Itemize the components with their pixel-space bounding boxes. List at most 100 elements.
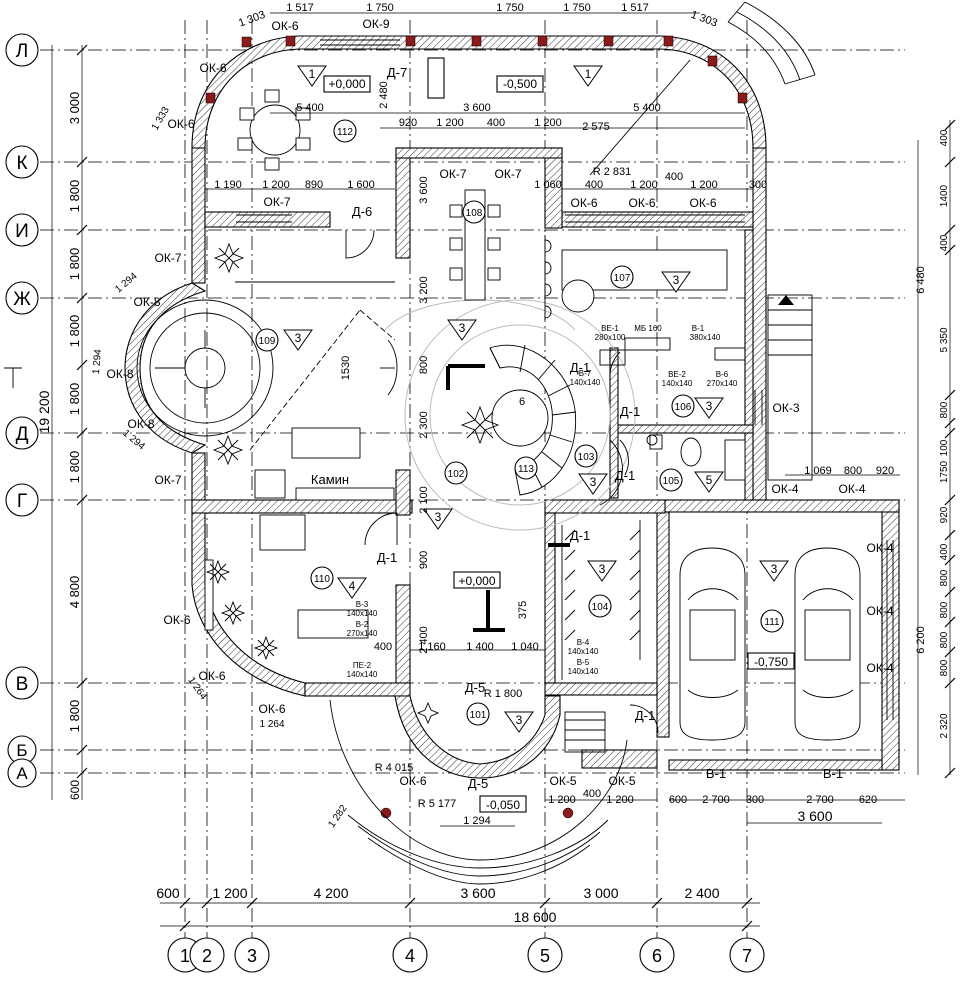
dim-inner: 400 bbox=[487, 117, 505, 129]
vent-label: В-7 bbox=[579, 369, 592, 378]
balcony-top-right bbox=[727, 1, 816, 85]
vent-label: В-6 bbox=[716, 370, 729, 379]
vent-label: 280х100 bbox=[595, 333, 626, 342]
vent-label: 140х140 bbox=[568, 667, 599, 676]
room-number: 101 bbox=[470, 710, 487, 721]
dim-right: 5 350 bbox=[939, 327, 950, 352]
plants bbox=[205, 242, 500, 725]
dim-overall-bottom: 18 600 bbox=[514, 909, 557, 925]
window-label: ОК-6 bbox=[200, 61, 227, 75]
dim-left: 1 800 bbox=[67, 383, 82, 416]
dim-right-total: 6 480 bbox=[915, 266, 927, 294]
radius-label: R 5 177 bbox=[418, 798, 457, 810]
marker-number: 3 bbox=[673, 273, 680, 287]
marker-number: 3 bbox=[435, 510, 442, 524]
marker-number: 4 bbox=[349, 579, 356, 593]
dim-bottom: 3 600 bbox=[460, 885, 495, 901]
dim-bottom: 3 000 bbox=[583, 885, 618, 901]
door-swings bbox=[345, 229, 659, 734]
dim-inner: 1 040 bbox=[511, 641, 539, 653]
dim-bottom: 2 400 bbox=[684, 885, 719, 901]
vent-label: 270х140 bbox=[707, 379, 738, 388]
stair-marker: 6 bbox=[519, 396, 525, 408]
dim-inner: 400 bbox=[374, 641, 392, 653]
dim-inner: 600 bbox=[669, 794, 687, 806]
gate-label: В-1 bbox=[823, 766, 843, 781]
window-label: ОК-5 bbox=[550, 774, 577, 788]
vent-label: В-5 bbox=[577, 658, 590, 667]
dim-right: 400 bbox=[939, 234, 950, 251]
axis-label-col: 3 bbox=[247, 946, 257, 966]
marker-number: 3 bbox=[771, 562, 778, 576]
window-label: ОК-7 bbox=[495, 167, 522, 181]
row-axis-bubbles: Л К И Ж Д Г В Б А bbox=[5, 33, 39, 788]
axis-label-col: 4 bbox=[405, 946, 415, 966]
room-number: 102 bbox=[448, 469, 465, 480]
dim-top: 1 750 bbox=[563, 2, 591, 14]
dim-left: 600 bbox=[68, 780, 82, 800]
dim-inner: 800 bbox=[418, 356, 430, 374]
dim-right: 400 bbox=[939, 543, 950, 560]
room-number: 112 bbox=[337, 127, 353, 138]
dim-right: 800 bbox=[939, 401, 950, 418]
dim-inner: 1 160 bbox=[418, 641, 446, 653]
window-glazing bbox=[236, 39, 894, 720]
door-label: Д-7 bbox=[387, 65, 407, 80]
room-numbers: 112 108 107 109 102 103 106 105 110 104 … bbox=[255, 119, 784, 726]
radius-labels: R 2 831 R 1 800 R 4 015 R 5 177 bbox=[375, 59, 691, 810]
dim-inner: 3 600 bbox=[418, 176, 430, 204]
axis-label-row: Б bbox=[16, 741, 27, 760]
marker-number: 3 bbox=[599, 562, 606, 576]
dim-inner: 400 bbox=[583, 788, 601, 800]
dim-inner: 2 400 bbox=[418, 626, 430, 654]
dim-inner: 3 600 bbox=[797, 808, 832, 824]
dim-right: 2 320 bbox=[939, 713, 950, 738]
vent-label: В-2 bbox=[356, 620, 369, 629]
vent-label: 380х140 bbox=[690, 333, 721, 342]
dim-left: 1 800 bbox=[67, 700, 82, 733]
dim-inner: 2 480 bbox=[378, 81, 390, 109]
window-label: ОК-5 bbox=[609, 774, 636, 788]
dim-top: 1 517 bbox=[621, 2, 649, 14]
left-dimension-chain: 3 000 1 800 1 800 1 800 1 800 1 800 4 80… bbox=[4, 44, 88, 800]
exterior-stair-right bbox=[564, 294, 813, 753]
room-number: 107 bbox=[614, 273, 631, 284]
door-label: Д-1 bbox=[570, 360, 590, 375]
marker-number: 5 bbox=[706, 473, 713, 487]
window-label: ОК-7 bbox=[155, 473, 182, 487]
dim-inner: 890 bbox=[305, 179, 323, 191]
marker-number: 3 bbox=[295, 331, 302, 345]
vent-label: 140х140 bbox=[662, 379, 693, 388]
dim-right: 100 bbox=[939, 439, 950, 456]
dim-top: 1 517 bbox=[286, 2, 314, 14]
dim-right: 800 bbox=[939, 569, 950, 586]
dim-inner: 2 575 bbox=[582, 121, 610, 133]
window-label: ОК-6 bbox=[629, 196, 656, 210]
door-label: Д-1 bbox=[377, 550, 397, 565]
window-labels: ОК-6 ОК-9 ОК-6 ОК-6 ОК-7 ОК-7 ОК-7 ОК-6 … bbox=[107, 17, 894, 788]
dining-table-round bbox=[237, 89, 311, 171]
dim-right-total: 6 200 bbox=[915, 626, 927, 654]
dim-left: 1 800 bbox=[67, 180, 82, 213]
dim-inner: 5 400 bbox=[296, 102, 324, 114]
window-label: ОК-6 bbox=[164, 613, 191, 627]
dim-inner: 2 700 bbox=[702, 794, 730, 806]
window-label: ОК-6 bbox=[690, 196, 717, 210]
dim-left: 3 000 bbox=[67, 92, 82, 125]
study-furniture bbox=[204, 514, 369, 639]
dim-inner: 1 200 bbox=[690, 179, 718, 191]
dim-inner: 1 282 bbox=[326, 803, 350, 830]
axis-label-col: 5 bbox=[540, 946, 550, 966]
marker-number: 3 bbox=[459, 321, 466, 335]
vent-label: МБ 160 bbox=[634, 324, 662, 333]
window-label: ОК-6 bbox=[168, 117, 195, 131]
door-label: Д-6 bbox=[352, 204, 372, 219]
right-dimension-chain: 400 1400 400 5 350 800 100 1750 920 400 … bbox=[915, 119, 956, 779]
window-label: ОК-8 bbox=[128, 417, 155, 431]
vent-label: 140х140 bbox=[568, 647, 599, 656]
vent-labels: ВЕ-1 280х100 МБ 160 В-1 380х140 В-7 140х… bbox=[347, 324, 738, 679]
bottom-dimension-chain: 600 1 200 4 200 3 600 3 000 2 400 18 600 bbox=[156, 885, 760, 932]
dim-inner: 1 294 bbox=[463, 815, 491, 827]
room-number: 108 bbox=[466, 208, 483, 219]
window-label: ОК-7 bbox=[264, 195, 291, 209]
